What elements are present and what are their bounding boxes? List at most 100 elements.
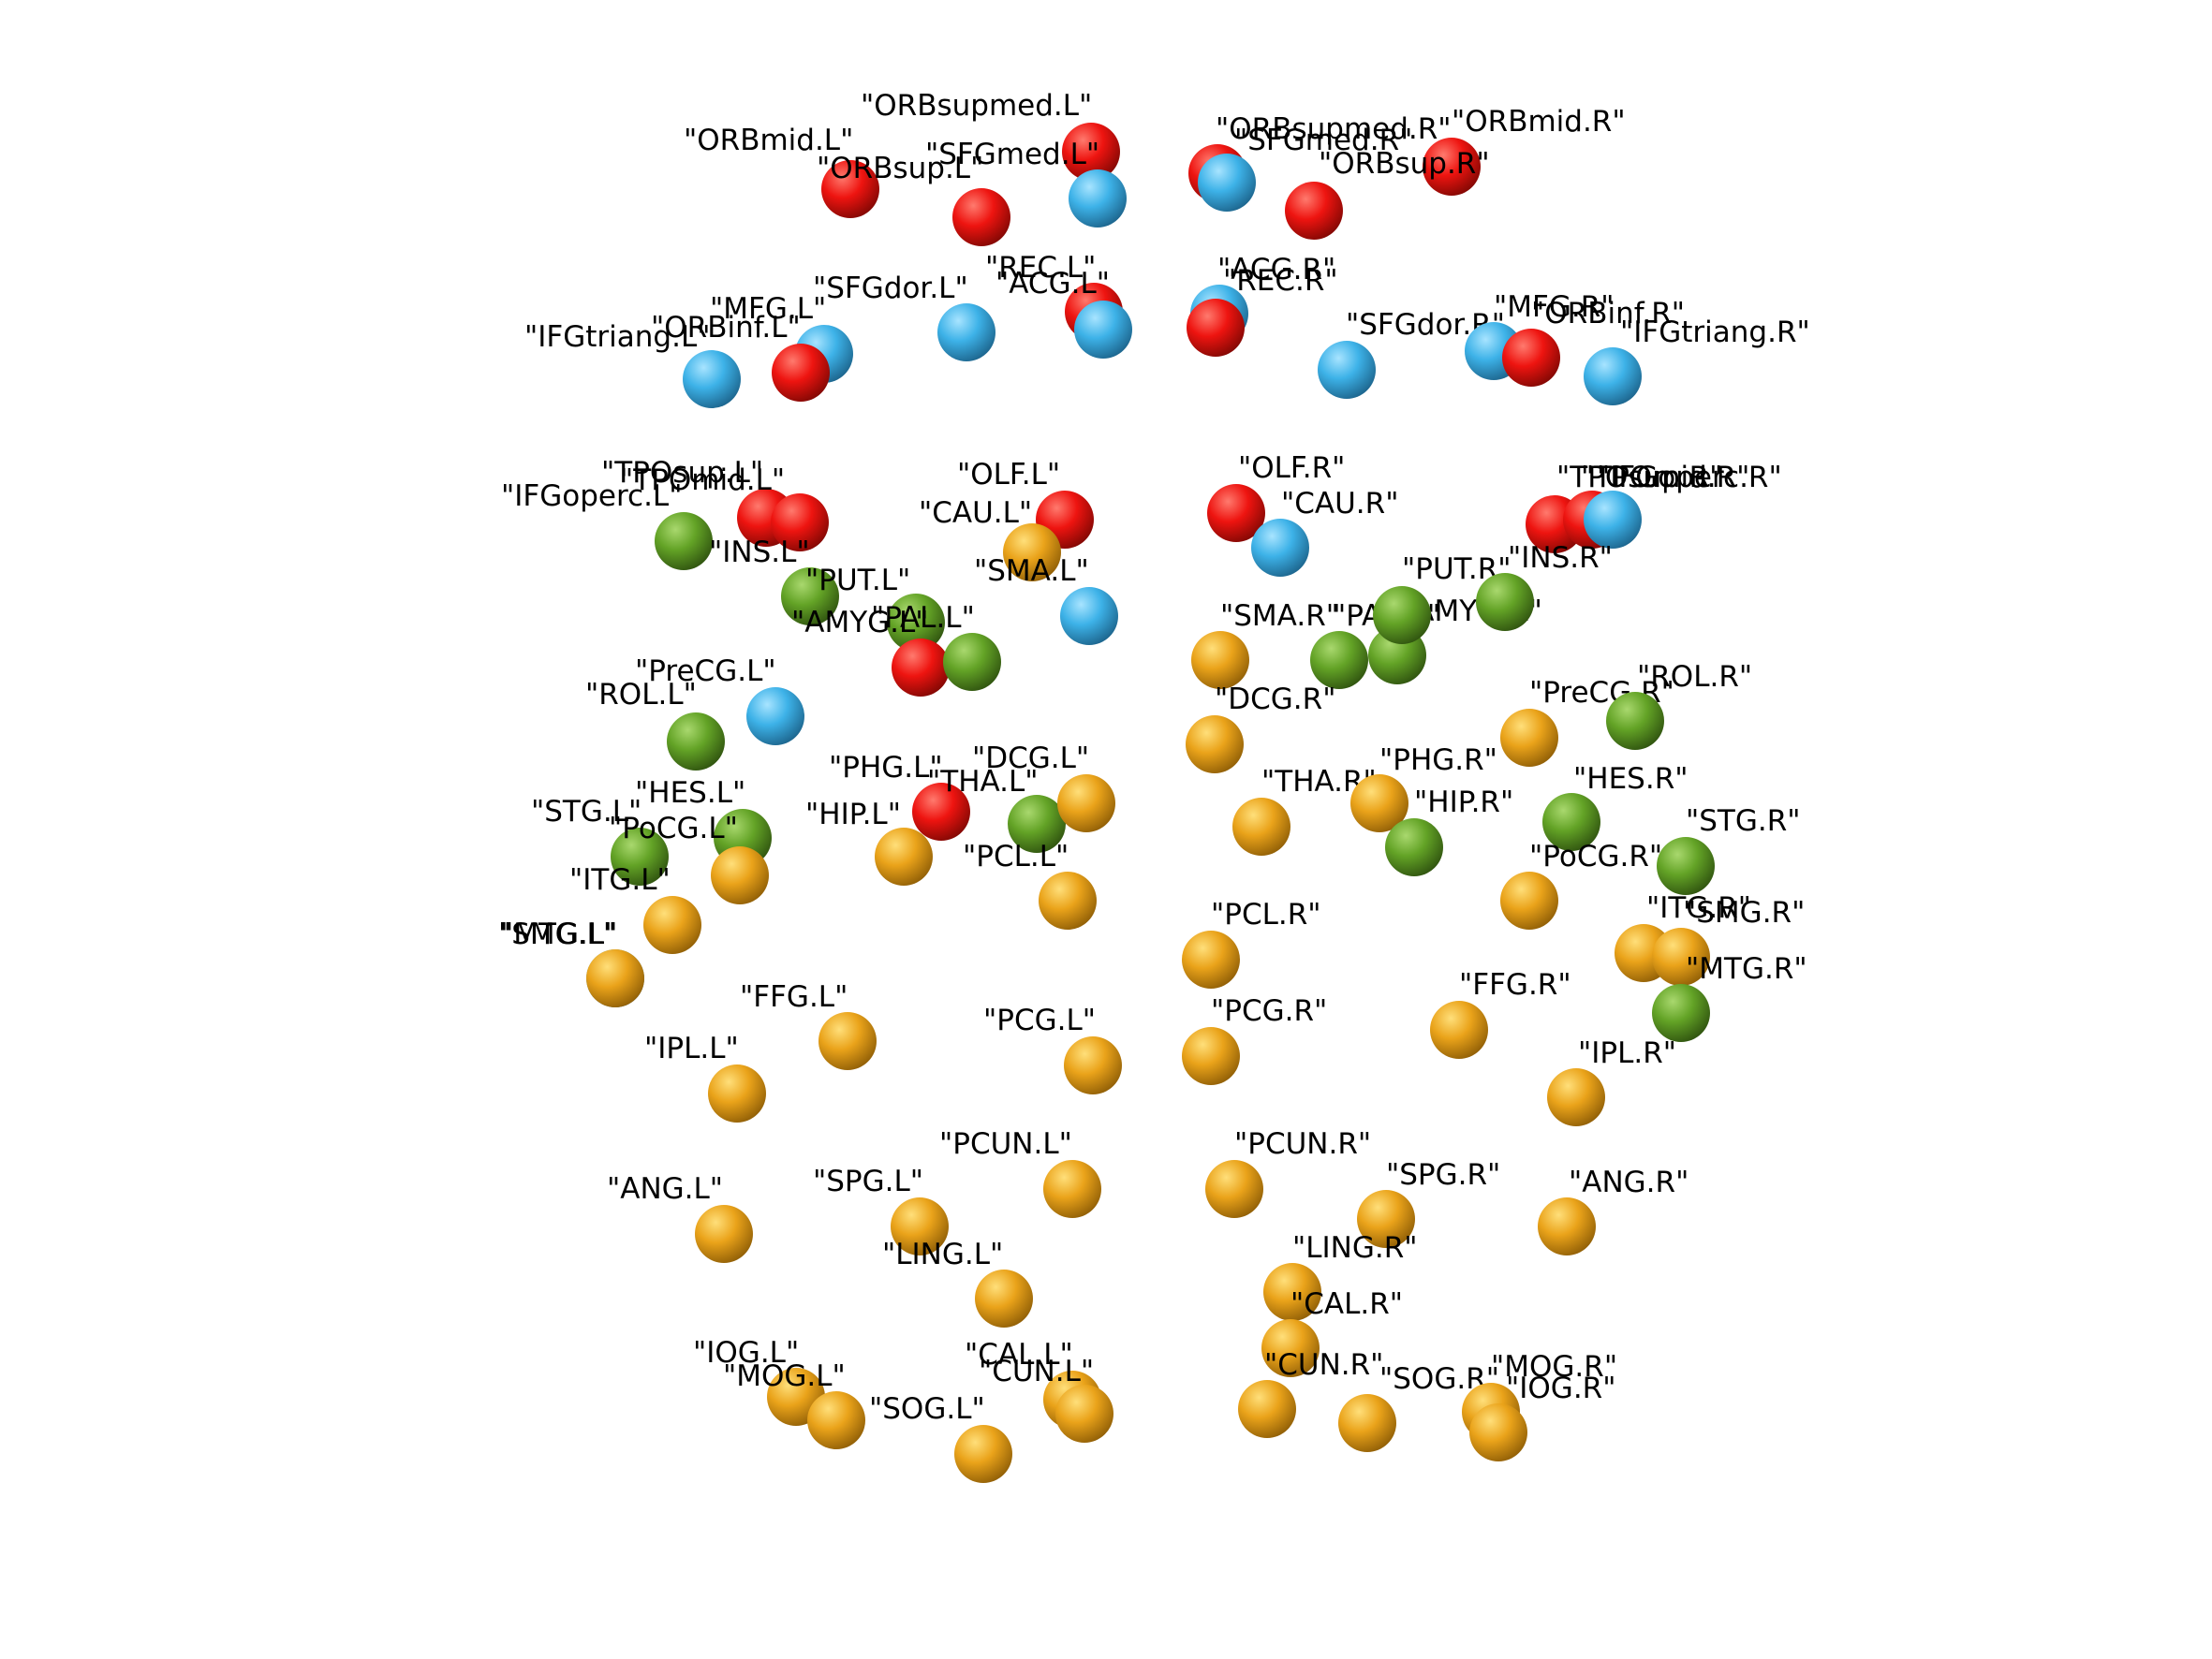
region-label-ffg-r: "FFG.R" <box>1459 968 1571 1002</box>
region-label-pocg-l: "PoCG.L" <box>609 812 738 845</box>
region-sphere-orbsup-l <box>952 188 1010 246</box>
region-sphere-pocg-l <box>711 846 769 904</box>
region-node-rec-r <box>1187 299 1245 357</box>
region-label-iog-l: "IOG.L" <box>693 1336 799 1370</box>
region-sphere-cau-l <box>1003 523 1061 581</box>
region-sphere-sfgdor-l <box>937 303 995 361</box>
region-label-itg-r: "ITG.R" <box>1646 891 1751 925</box>
region-label-ipl-r: "IPL.R" <box>1578 1036 1676 1070</box>
region-label-itg-l: "ITG.L" <box>569 863 671 897</box>
region-sphere-put-r <box>1373 586 1431 644</box>
region-label-pocg-r: "PoCG.R" <box>1529 840 1662 874</box>
region-sphere-ffg-r <box>1430 1001 1488 1059</box>
region-node-ling-r <box>1263 1263 1321 1321</box>
region-node-pocg-r <box>1500 872 1558 930</box>
region-label-pcg-r: "PCG.R" <box>1211 994 1327 1028</box>
region-sphere-pcun-l <box>1043 1160 1101 1218</box>
region-label-phg-r: "PHG.R" <box>1379 743 1497 777</box>
region-label-hip-r: "HIP.R" <box>1414 785 1513 819</box>
region-node-precg-r <box>1500 709 1558 767</box>
region-sphere-rol-r <box>1606 692 1664 750</box>
region-sphere-tpomid-l <box>771 493 829 551</box>
region-label-cal-l: "CAL.L" <box>965 1338 1073 1372</box>
region-label-ifgtriang-l: "IFGtriang.L" <box>524 320 710 354</box>
region-sphere-pcg-r <box>1182 1027 1240 1085</box>
region-sphere-amyg-l <box>892 639 950 697</box>
region-sphere-spg-r <box>1357 1190 1415 1248</box>
region-sphere-pcun-r <box>1205 1160 1263 1218</box>
region-label-orbsupmed-l: "ORBsupmed.L" <box>861 89 1092 123</box>
region-label-amyg-l: "AMYG.L" <box>791 606 929 639</box>
region-node-cau-r <box>1251 519 1309 577</box>
region-node-orbmid-r <box>1423 138 1481 196</box>
region-label-sog-l: "SOG.L" <box>869 1392 985 1426</box>
region-sphere-stg-l <box>611 828 669 886</box>
region-sphere-rec-r <box>1187 299 1245 357</box>
region-label-phg-l: "PHG.L" <box>829 751 943 785</box>
region-label-put-l: "PUT.L" <box>805 564 910 597</box>
region-sphere-sma-r <box>1191 631 1249 689</box>
region-sphere-pcl-l <box>1039 872 1097 930</box>
region-node-pocg-l <box>711 846 769 904</box>
region-node-olf-r <box>1207 484 1265 542</box>
region-node-ang-r <box>1538 1197 1596 1255</box>
region-label-rol-r: "ROL.R" <box>1637 660 1752 694</box>
region-node-put-l <box>887 594 945 652</box>
region-label-pal-l: "PAL.L" <box>871 601 975 635</box>
region-sphere-sog-l <box>954 1425 1012 1483</box>
region-label-ipl-l: "IPL.L" <box>644 1032 739 1065</box>
region-sphere-dcg-r <box>1186 715 1244 773</box>
region-node-spg-r <box>1357 1190 1415 1248</box>
region-label-sma-r: "SMA.R" <box>1220 599 1339 633</box>
region-node-stg-r <box>1657 837 1715 895</box>
region-node-tha-l <box>1008 795 1066 853</box>
region-sphere-sog-r <box>1338 1394 1396 1452</box>
region-node-pcun-l <box>1043 1160 1101 1218</box>
region-sphere-orbmid-r <box>1423 138 1481 196</box>
region-sphere-itg-l <box>643 896 701 954</box>
region-node-ipl-r <box>1547 1068 1605 1126</box>
region-node-ins-r <box>1476 573 1534 631</box>
region-node-tpomid-l <box>771 493 829 551</box>
region-sphere-orbmid-l <box>821 160 879 218</box>
region-label-hip-l: "HIP.L" <box>805 798 901 831</box>
region-sphere-sma-l <box>1060 587 1118 645</box>
region-label-ifgoperc-r: "IFGoperc.R" <box>1597 461 1782 494</box>
region-sphere-cau-r <box>1251 519 1309 577</box>
region-sphere-ifgtriang-r <box>1584 347 1642 405</box>
region-sphere-ifgoperc-l <box>655 512 713 570</box>
region-label-orbmid-l: "ORBmid.L" <box>684 124 853 157</box>
region-node-mog-l <box>807 1391 865 1449</box>
region-node-orbinf-r <box>1502 329 1560 387</box>
region-node-mtg-r <box>1652 984 1710 1042</box>
region-node-ifgtriang-l <box>683 350 741 408</box>
region-sphere-mtg-r <box>1652 984 1710 1042</box>
region-sphere-smg-r <box>1652 928 1710 986</box>
region-label-sma-l: "SMA.L" <box>974 554 1089 588</box>
region-node-cal-r <box>1261 1319 1320 1377</box>
region-sphere-phg-l <box>912 783 970 841</box>
region-label-ffg-l: "FFG.L" <box>740 980 848 1014</box>
region-node-spg-l <box>891 1197 949 1255</box>
region-node-acg-l <box>1074 301 1132 359</box>
region-sphere-ang-l <box>695 1205 753 1263</box>
region-label-rol-l: "ROL.L" <box>585 678 697 712</box>
region-sphere-stg-r <box>1657 837 1715 895</box>
region-sphere-mtg-l <box>586 949 644 1007</box>
region-label-ins-l: "INS.L" <box>709 536 810 569</box>
region-label-tpomid-l: "TPOmid.L" <box>620 463 785 497</box>
region-label-tha-l: "THA.L" <box>927 765 1039 799</box>
region-node-cau-l <box>1003 523 1061 581</box>
region-node-itg-l <box>643 896 701 954</box>
region-node-amyg-l <box>892 639 950 697</box>
region-node-ifgoperc-r <box>1584 491 1642 549</box>
region-label-tposup-r: "TPOsup.R" <box>1556 461 1722 494</box>
region-label-tpomid-r: "TPOmid.R" <box>1581 461 1749 494</box>
region-label-pcl-l: "PCL.L" <box>963 840 1069 874</box>
region-label-pcun-r: "PCUN.R" <box>1234 1127 1371 1161</box>
region-label-tposup-l: "TPOsup.L" <box>601 456 763 490</box>
region-label-acg-r: "ACG.R" <box>1217 253 1335 286</box>
region-node-rol-r <box>1606 692 1664 750</box>
region-node-dcg-l <box>1057 774 1115 832</box>
region-node-pcg-r <box>1182 1027 1240 1085</box>
